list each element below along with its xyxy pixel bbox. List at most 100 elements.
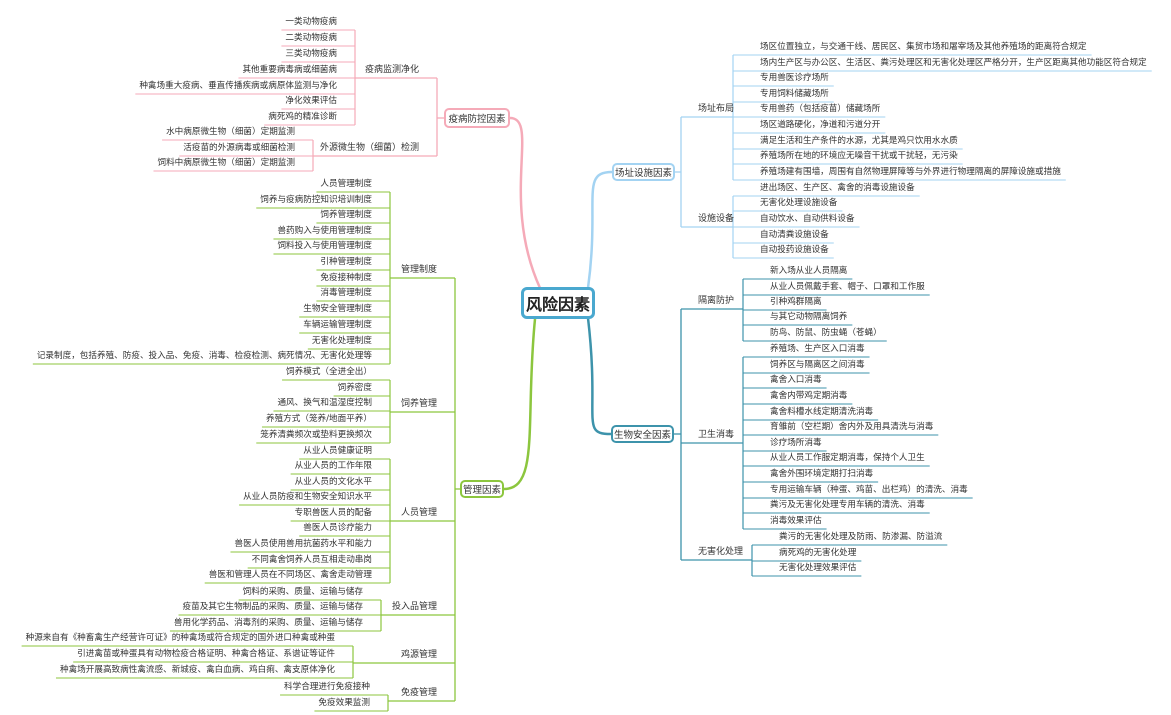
leaf-topic[interactable]: 养殖场所在地的环境应无噪音干扰或干扰轻，无污染 — [760, 151, 958, 161]
leaf-topic[interactable]: 养殖场建有围墙，周围有自然物理屏障等与外界进行物理隔离的屏障设施或措施 — [760, 167, 1061, 177]
leaf-topic[interactable]: 通风、换气和温湿度控制 — [277, 398, 372, 408]
leaf-topic[interactable]: 兽医人员诊疗能力 — [303, 523, 372, 533]
leaf-topic[interactable]: 粪污及无害化处理专用车辆的清洗、消毒 — [770, 500, 925, 510]
subtopic-label[interactable]: 免疫管理 — [400, 688, 437, 698]
leaf-topic[interactable]: 消毒效果评估 — [770, 516, 822, 526]
leaf-topic[interactable]: 满足生活和生产条件的水源，尤其是鸡只饮用水水质 — [760, 136, 958, 146]
subtopic-label[interactable]: 场址布局 — [698, 104, 735, 114]
leaf-topic[interactable]: 三类动物疫病 — [285, 49, 337, 59]
root-topic[interactable]: 风险因素 — [521, 287, 595, 319]
leaf-topic[interactable]: 自动投药设施设备 — [760, 245, 829, 255]
leaf-topic[interactable]: 无害化处理制度 — [311, 336, 372, 346]
leaf-topic[interactable]: 人员管理制度 — [320, 179, 372, 189]
main-topic[interactable]: 疫病防控因素 — [444, 108, 510, 128]
leaf-topic[interactable]: 二类动物疫病 — [285, 33, 337, 43]
leaf-topic[interactable]: 引进禽苗或种蛋具有动物检疫合格证明、种禽合格证、系谱证等证件 — [77, 649, 335, 659]
leaf-topic[interactable]: 消毒管理制度 — [320, 288, 372, 298]
leaf-topic[interactable]: 专用运输车辆（种蛋、鸡苗、出栏鸡）的清洗、消毒 — [770, 485, 968, 495]
leaf-topic[interactable]: 从业人员工作服定期消毒，保持个人卫生 — [770, 453, 925, 463]
leaf-topic[interactable]: 场区位置独立，与交通干线、居民区、集贸市场和屠宰场及其他养殖场的距离符合规定 — [760, 42, 1087, 52]
root-connector — [586, 317, 612, 436]
subtopic-label[interactable]: 管理制度 — [400, 265, 437, 275]
subtopic-label[interactable]: 饲养管理 — [400, 399, 437, 409]
subtopic-label[interactable]: 人员管理 — [400, 508, 437, 518]
leaf-topic[interactable]: 饲养密度 — [337, 383, 372, 393]
leaf-topic[interactable]: 兽医和管理人员在不同场区、禽舍走动管理 — [208, 570, 372, 580]
leaf-topic[interactable]: 新入场从业人员隔离 — [770, 266, 848, 276]
leaf-topic[interactable]: 饲养管理制度 — [320, 210, 372, 220]
main-topic[interactable]: 管理因素 — [460, 480, 504, 498]
leaf-topic[interactable]: 生物安全管理制度 — [303, 304, 372, 314]
leaf-topic[interactable]: 兽药购入与使用管理制度 — [277, 226, 372, 236]
leaf-topic[interactable]: 与其它动物隔离饲养 — [770, 312, 848, 322]
leaf-topic[interactable]: 禽舍内带鸡定期消毒 — [770, 391, 848, 401]
leaf-topic[interactable]: 诊疗场所消毒 — [770, 438, 822, 448]
leaf-topic[interactable]: 无害化处理设施设备 — [760, 198, 838, 208]
leaf-topic[interactable]: 养殖方式（笼养/地面平养） — [265, 414, 372, 424]
leaf-topic[interactable]: 从业人员的工作年限 — [294, 461, 372, 471]
leaf-topic[interactable]: 禽舍外围环境定期打扫消毒 — [770, 469, 874, 479]
subtopic-label[interactable]: 疫病监测净化 — [364, 65, 419, 75]
leaf-topic[interactable]: 粪污的无害化处理及防雨、防渗漏、防溢流 — [779, 532, 943, 542]
leaf-topic[interactable]: 养殖场、生产区入口消毒 — [770, 344, 865, 354]
leaf-topic[interactable]: 车辆运输管理制度 — [303, 320, 372, 330]
leaf-topic[interactable]: 防鸟、防鼠、防虫蝇（苍蝇） — [770, 328, 882, 338]
root-connector — [586, 170, 613, 289]
leaf-topic[interactable]: 从业人员佩戴手套、帽子、口罩和工作服 — [770, 282, 925, 292]
leaf-topic[interactable]: 禽舍料槽水线定期清洗消毒 — [770, 407, 874, 417]
subtopic-label[interactable]: 设施设备 — [698, 214, 735, 224]
subtopic-label[interactable]: 外源微生物（细菌）检测 — [319, 143, 419, 153]
leaf-topic[interactable]: 饲养与疫病防控知识培训制度 — [260, 195, 372, 205]
leaf-topic[interactable]: 不同禽舍饲养人员互相走动串岗 — [251, 555, 372, 565]
leaf-topic[interactable]: 引种鸡群隔离 — [770, 297, 822, 307]
leaf-topic[interactable]: 一类动物疫病 — [285, 17, 337, 27]
leaf-topic[interactable]: 活疫苗的外源病毒或细菌检测 — [183, 143, 295, 153]
leaf-topic[interactable]: 从业人员健康证明 — [303, 446, 372, 456]
leaf-topic[interactable]: 从业人员的文化水平 — [294, 477, 372, 487]
root-connector — [509, 116, 542, 289]
leaf-topic[interactable]: 疫苗及其它生物制品的采购、质量、运输与储存 — [182, 602, 363, 612]
subtopic-label[interactable]: 投入品管理 — [391, 602, 437, 612]
leaf-topic[interactable]: 种禽场开展高致病性禽流感、新城疫、禽白血病、鸡白痢、禽支原体净化 — [59, 665, 335, 675]
leaf-topic[interactable]: 免疫接种制度 — [320, 273, 372, 283]
leaf-topic[interactable]: 育雏前（空栏期）舍内外及用具清洗与消毒 — [770, 422, 934, 432]
leaf-topic[interactable]: 笼养清粪频次或垫料更换频次 — [260, 430, 372, 440]
leaf-topic[interactable]: 进出场区、生产区、禽舍的消毒设施设备 — [760, 183, 915, 193]
leaf-topic[interactable]: 禽舍入口消毒 — [770, 375, 822, 385]
leaf-topic[interactable]: 专用兽药（包括疫苗）储藏场所 — [760, 104, 881, 114]
main-topic[interactable]: 场址设施因素 — [612, 163, 675, 181]
leaf-topic[interactable]: 记录制度，包括养殖、防疫、投入品、免疫、消毒、检疫检测、病死情况、无害化处理等 — [36, 351, 372, 361]
leaf-topic[interactable]: 兽用化学药品、消毒剂的采购、质量、运输与储存 — [173, 618, 363, 628]
leaf-topic[interactable]: 场内生产区与办公区、生活区、粪污处理区和无害化处理区严格分开，生产区距离其他功能… — [760, 58, 1147, 68]
leaf-topic[interactable]: 专职兽医人员的配备 — [294, 508, 372, 518]
leaf-topic[interactable]: 种禽场重大疫病、垂直传播疾病或病原体监测与净化 — [139, 81, 337, 91]
leaf-topic[interactable]: 种源来自有《种畜禽生产经营许可证》的种禽场或符合规定的国外进口种禽或种蛋 — [25, 633, 335, 643]
leaf-topic[interactable]: 饲养模式（全进全出） — [286, 367, 372, 377]
leaf-topic[interactable]: 其他重要病毒病或细菌病 — [242, 65, 337, 75]
subtopic-label[interactable]: 鸡源管理 — [400, 650, 437, 660]
main-topic[interactable]: 生物安全因素 — [611, 425, 674, 443]
leaf-topic[interactable]: 兽医人员使用兽用抗菌药水平和能力 — [234, 539, 372, 549]
leaf-topic[interactable]: 无害化处理效果评估 — [779, 563, 857, 573]
leaf-topic[interactable]: 科学合理进行免疫接种 — [284, 682, 370, 692]
leaf-topic[interactable]: 自动清粪设施设备 — [760, 230, 829, 240]
leaf-topic[interactable]: 免疫效果监测 — [318, 698, 370, 708]
leaf-topic[interactable]: 场区道路硬化，净道和污道分开 — [760, 120, 881, 130]
leaf-topic[interactable]: 饲料的采购、质量、运输与储存 — [242, 587, 363, 597]
leaf-topic[interactable]: 自动饮水、自动供料设备 — [760, 214, 855, 224]
leaf-topic[interactable]: 饲料投入与使用管理制度 — [277, 241, 372, 251]
leaf-topic[interactable]: 病死鸡的无害化处理 — [779, 548, 857, 558]
subtopic-label[interactable]: 隔离防护 — [698, 296, 735, 306]
subtopic-label[interactable]: 无害化处理 — [698, 547, 744, 557]
leaf-topic[interactable]: 引种管理制度 — [320, 257, 372, 267]
leaf-topic[interactable]: 水中病原微生物（细菌）定期监测 — [166, 127, 295, 137]
subtopic-label[interactable]: 卫生消毒 — [698, 430, 735, 440]
leaf-topic[interactable]: 专用兽医诊疗场所 — [760, 73, 829, 83]
leaf-topic[interactable]: 净化效果评估 — [285, 96, 337, 106]
leaf-topic[interactable]: 从业人员防疫和生物安全知识水平 — [243, 492, 372, 502]
leaf-topic[interactable]: 专用饲料储藏场所 — [760, 89, 829, 99]
leaf-topic[interactable]: 饲料中病原微生物（细菌）定期监测 — [157, 158, 295, 168]
leaf-topic[interactable]: 饲养区与隔离区之间消毒 — [770, 360, 865, 370]
leaf-topic[interactable]: 病死鸡的精准诊断 — [268, 112, 337, 122]
